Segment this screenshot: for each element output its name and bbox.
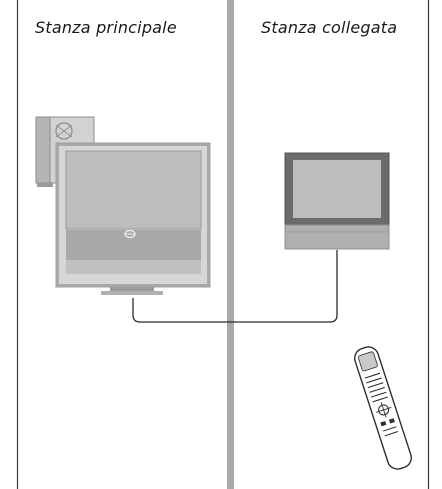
remote-control-icon [354,346,412,470]
main-room-label: Stanza principale [35,18,177,37]
linked-room-label: Stanza collegata [261,18,398,37]
main-tv-icon [55,142,211,295]
room-divider [227,0,234,489]
connection-cable [132,250,338,323]
linked-tv-icon [284,152,390,250]
